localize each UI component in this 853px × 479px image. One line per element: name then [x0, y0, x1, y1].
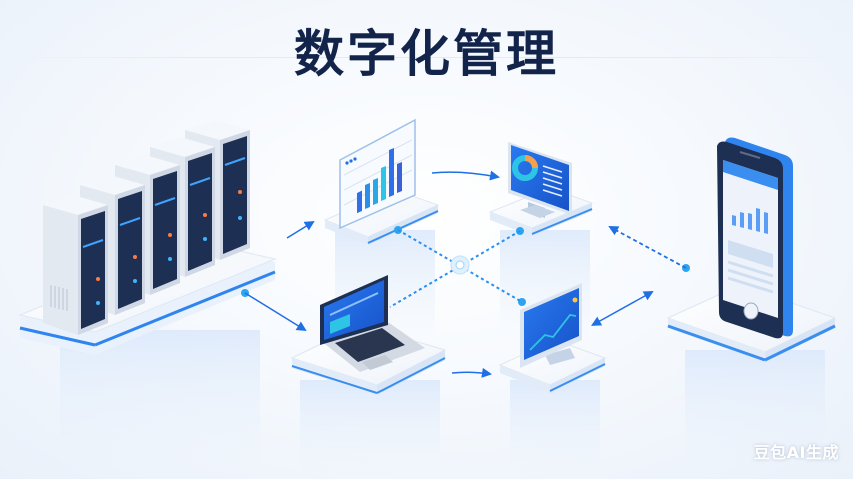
donut-monitor-node [488, 142, 594, 340]
smartphone-node [666, 137, 837, 479]
watermark: 豆包AI生成 [753, 443, 839, 462]
laptop-icon [320, 275, 425, 372]
arrow-monitor-phone [591, 291, 654, 326]
server-rack-icon [43, 120, 250, 335]
smartphone-icon [717, 137, 793, 339]
arrow-server-to-laptop [244, 292, 307, 332]
donut-chart-monitor-icon [508, 142, 572, 218]
arrow-server-to-chart [286, 220, 315, 239]
arrow-phone-to-monitor [608, 226, 687, 269]
server-rack-node [18, 120, 277, 479]
arrow-chart-to-monitor [431, 170, 500, 181]
laptop-node [290, 275, 526, 479]
dashed-donut-to-laptop [389, 230, 521, 308]
connection-lines [244, 170, 687, 378]
line-chart-monitor-icon [520, 283, 582, 368]
page-title: 数字化管理 [294, 25, 559, 83]
divider-line [0, 57, 853, 58]
bar-chart-icon [339, 118, 416, 230]
arrow-laptop-to-monitor [451, 367, 492, 378]
line-monitor-node [498, 283, 607, 479]
